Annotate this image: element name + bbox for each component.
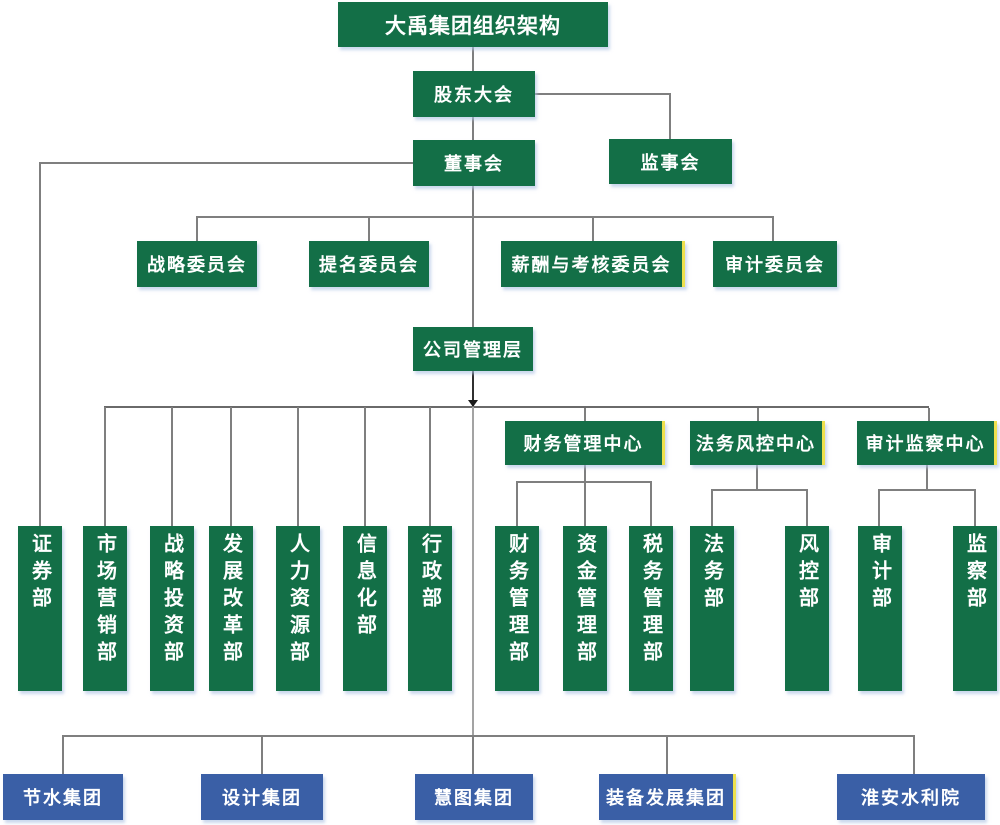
node-dept-securities: 证券部 <box>18 526 62 691</box>
connector <box>230 407 232 526</box>
connector <box>39 162 413 164</box>
node-committee-strategy: 战略委员会 <box>137 241 257 287</box>
node-center-finance: 财务管理中心 <box>505 421 665 465</box>
node-dept-administration: 行政部 <box>408 526 452 691</box>
node-dept-legal: 法务部 <box>690 526 734 691</box>
connector <box>104 406 929 408</box>
node-dept-financial-management: 财务管理部 <box>495 526 539 691</box>
connector <box>472 735 474 774</box>
node-board-of-directors: 董事会 <box>413 140 535 186</box>
node-committee-audit: 审计委员会 <box>713 241 837 287</box>
connector <box>368 216 370 241</box>
connector <box>650 481 652 526</box>
connector <box>364 407 366 526</box>
connector <box>584 408 586 421</box>
node-dept-audit: 审计部 <box>858 526 902 691</box>
node-dept-capital-management: 资金管理部 <box>563 526 607 691</box>
connector <box>584 465 586 481</box>
node-shareholders-meeting: 股东大会 <box>413 71 535 117</box>
connector <box>756 465 758 489</box>
arrowhead <box>468 400 478 407</box>
connector <box>592 216 594 241</box>
connector <box>39 162 41 526</box>
connector <box>974 489 976 526</box>
node-subsidiary-water-saving: 节水集团 <box>3 774 123 820</box>
node-committee-nomination: 提名委员会 <box>309 241 429 287</box>
connector <box>63 735 915 737</box>
connector <box>472 186 474 327</box>
node-subsidiary-equipment-development: 装备发展集团 <box>599 774 736 820</box>
node-dept-supervision: 监察部 <box>953 526 997 691</box>
node-org-title: 大禹集团组织架构 <box>338 2 608 47</box>
node-center-legal-risk: 法务风控中心 <box>690 421 825 465</box>
node-management: 公司管理层 <box>413 327 533 371</box>
connector <box>666 735 668 774</box>
connector <box>878 489 880 526</box>
node-dept-marketing: 市场营销部 <box>83 526 127 691</box>
connector <box>171 407 173 526</box>
connector <box>712 489 807 491</box>
node-dept-tax-management: 税务管理部 <box>629 526 673 691</box>
connector <box>913 735 915 774</box>
connector <box>197 216 773 218</box>
connector <box>429 407 431 526</box>
connector <box>472 117 474 140</box>
node-subsidiary-design: 设计集团 <box>201 774 323 820</box>
connector <box>516 481 518 526</box>
node-supervisory-board: 监事会 <box>609 139 732 184</box>
connector <box>472 47 474 71</box>
connector <box>535 93 670 95</box>
connector <box>711 489 713 526</box>
node-subsidiary-huaian-water-institute: 淮安水利院 <box>837 774 985 820</box>
connector <box>928 408 930 421</box>
connector <box>104 407 106 526</box>
node-dept-strategic-investment: 战略投资部 <box>150 526 194 691</box>
connector <box>879 489 975 491</box>
node-subsidiary-huitu: 慧图集团 <box>415 774 533 820</box>
connector <box>806 489 808 526</box>
connector <box>472 371 474 407</box>
connector <box>669 93 671 139</box>
connector <box>261 735 263 774</box>
connector <box>584 481 586 526</box>
node-committee-compensation: 薪酬与考核委员会 <box>501 241 685 287</box>
connector <box>196 216 198 241</box>
connector <box>926 465 928 489</box>
connector <box>757 408 759 421</box>
node-center-audit-supervision: 审计监察中心 <box>857 421 997 465</box>
node-dept-development-reform: 发展改革部 <box>209 526 253 691</box>
node-dept-risk-control: 风控部 <box>785 526 829 691</box>
node-dept-information: 信息化部 <box>343 526 387 691</box>
connector <box>772 216 774 241</box>
connector <box>297 407 299 526</box>
connector <box>472 407 474 735</box>
node-dept-human-resources: 人力资源部 <box>276 526 320 691</box>
connector <box>62 735 64 774</box>
